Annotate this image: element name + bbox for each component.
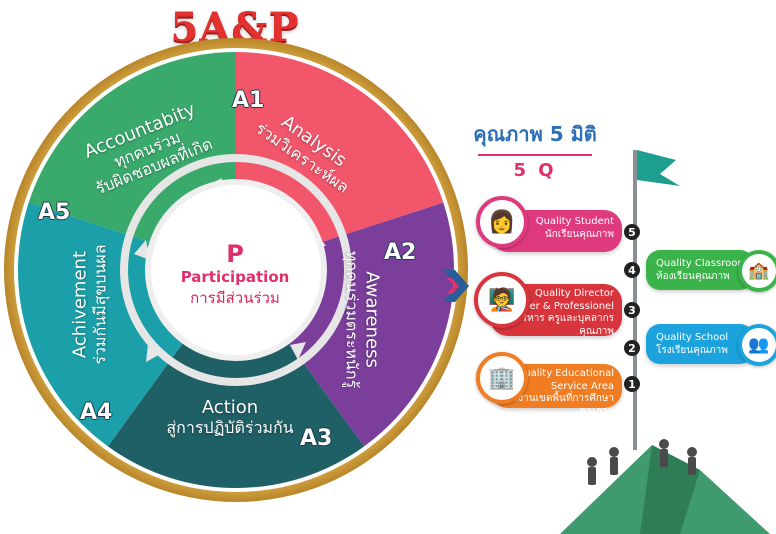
center-circle (145, 179, 327, 361)
card-quality-educational-line1: Quality Educational (516, 368, 614, 379)
card-quality-educational-line3: สำนักงานเขตพื้นที่การศึกษาคุณภาพ (493, 393, 614, 417)
flag-pole (633, 150, 637, 450)
label-a5: A5 (38, 200, 71, 225)
segment-a4-en: Achivement (69, 250, 91, 359)
center-label-th: การมีส่วนร่วม (190, 289, 280, 307)
cycle-diagram (4, 38, 468, 502)
quality-heading: คุณภาพ 5 มิติ 5 Q (470, 118, 600, 181)
card-quality-school: Quality School โรงเรียนคุณภาพ (646, 324, 754, 364)
cycle-arrow-ring (120, 154, 352, 386)
segment-a2-en: Awareness (361, 271, 383, 368)
teacher-icon: 🧑‍🏫 (474, 272, 530, 328)
chevron-right-icon (443, 270, 469, 302)
quality-subtitle: 5 Q (513, 160, 557, 181)
center-letter: P (226, 240, 244, 268)
card-quality-classroom-line1: Quality Classroom (656, 258, 748, 269)
segment-a2-text: Awareness ทุกคนร่วมตระหนักรู้ (342, 240, 383, 400)
card-quality-student-line1: Quality Student (535, 216, 614, 227)
card-quality-director-line3: ผู้บริหาร ครูและบุคลากรคุณภาพ (509, 313, 614, 337)
segment-a3-text: Action สู่การปฏิบัติร่วมกัน (140, 397, 320, 437)
student-icon: 👩 (476, 196, 528, 248)
segment-a3-th: สู่การปฏิบัติร่วมกัน (166, 417, 294, 437)
label-a1: A1 (232, 88, 265, 113)
number-3-badge: 3 (624, 302, 640, 318)
card-quality-student-line2: นักเรียนคุณภาพ (544, 228, 614, 240)
card-quality-classroom-line2: ห้องเรียนคุณภาพ (656, 271, 730, 282)
cycle-arrow-head-4 (134, 240, 150, 260)
card-quality-school-line1: Quality School (656, 332, 729, 343)
card-quality-school-line2: โรงเรียนคุณภาพ (656, 345, 728, 356)
cycle-arrow-head-2 (290, 342, 306, 360)
segment-a2-th: ทุกคนร่วมตระหนักรู้ (342, 250, 362, 389)
office-building-icon: 🏢 (476, 352, 528, 404)
segment-a4-th: ร่วมกันมีสุขบนผล (90, 244, 110, 365)
cycle-arrow-head-3 (146, 344, 164, 362)
school-people-icon: 👥 (738, 324, 776, 366)
people-icon (587, 439, 697, 485)
label-a2: A2 (384, 240, 417, 265)
card-quality-classroom: Quality Classroom ห้องเรียนคุณภาพ (646, 250, 754, 290)
mountain-flag-illustration (560, 150, 770, 534)
center-label-en: Participation (180, 268, 290, 286)
label-a3: A3 (300, 426, 333, 451)
number-1-badge: 1 (624, 376, 640, 392)
number-4-badge: 4 (624, 262, 640, 278)
flag-icon (637, 150, 680, 186)
segment-a3-en: Action (201, 397, 259, 418)
card-quality-educational-line2: Service Area (550, 380, 614, 392)
card-quality-director-line1: Quality Director (534, 288, 614, 299)
quality-divider (478, 154, 592, 156)
quality-title: คุณภาพ 5 มิติ (473, 122, 597, 146)
card-quality-director-line2: Teacher & Professionel (500, 300, 614, 312)
number-2-badge: 2 (624, 340, 640, 356)
number-5-badge: 5 (624, 224, 640, 240)
center-participation: P Participation การมีส่วนร่วม (170, 240, 300, 310)
classroom-icon: 🏫 (738, 250, 776, 292)
segment-a4-text: Achivement ร่วมกันมีสุขบนผล (69, 225, 110, 385)
label-a4: A4 (80, 400, 113, 425)
